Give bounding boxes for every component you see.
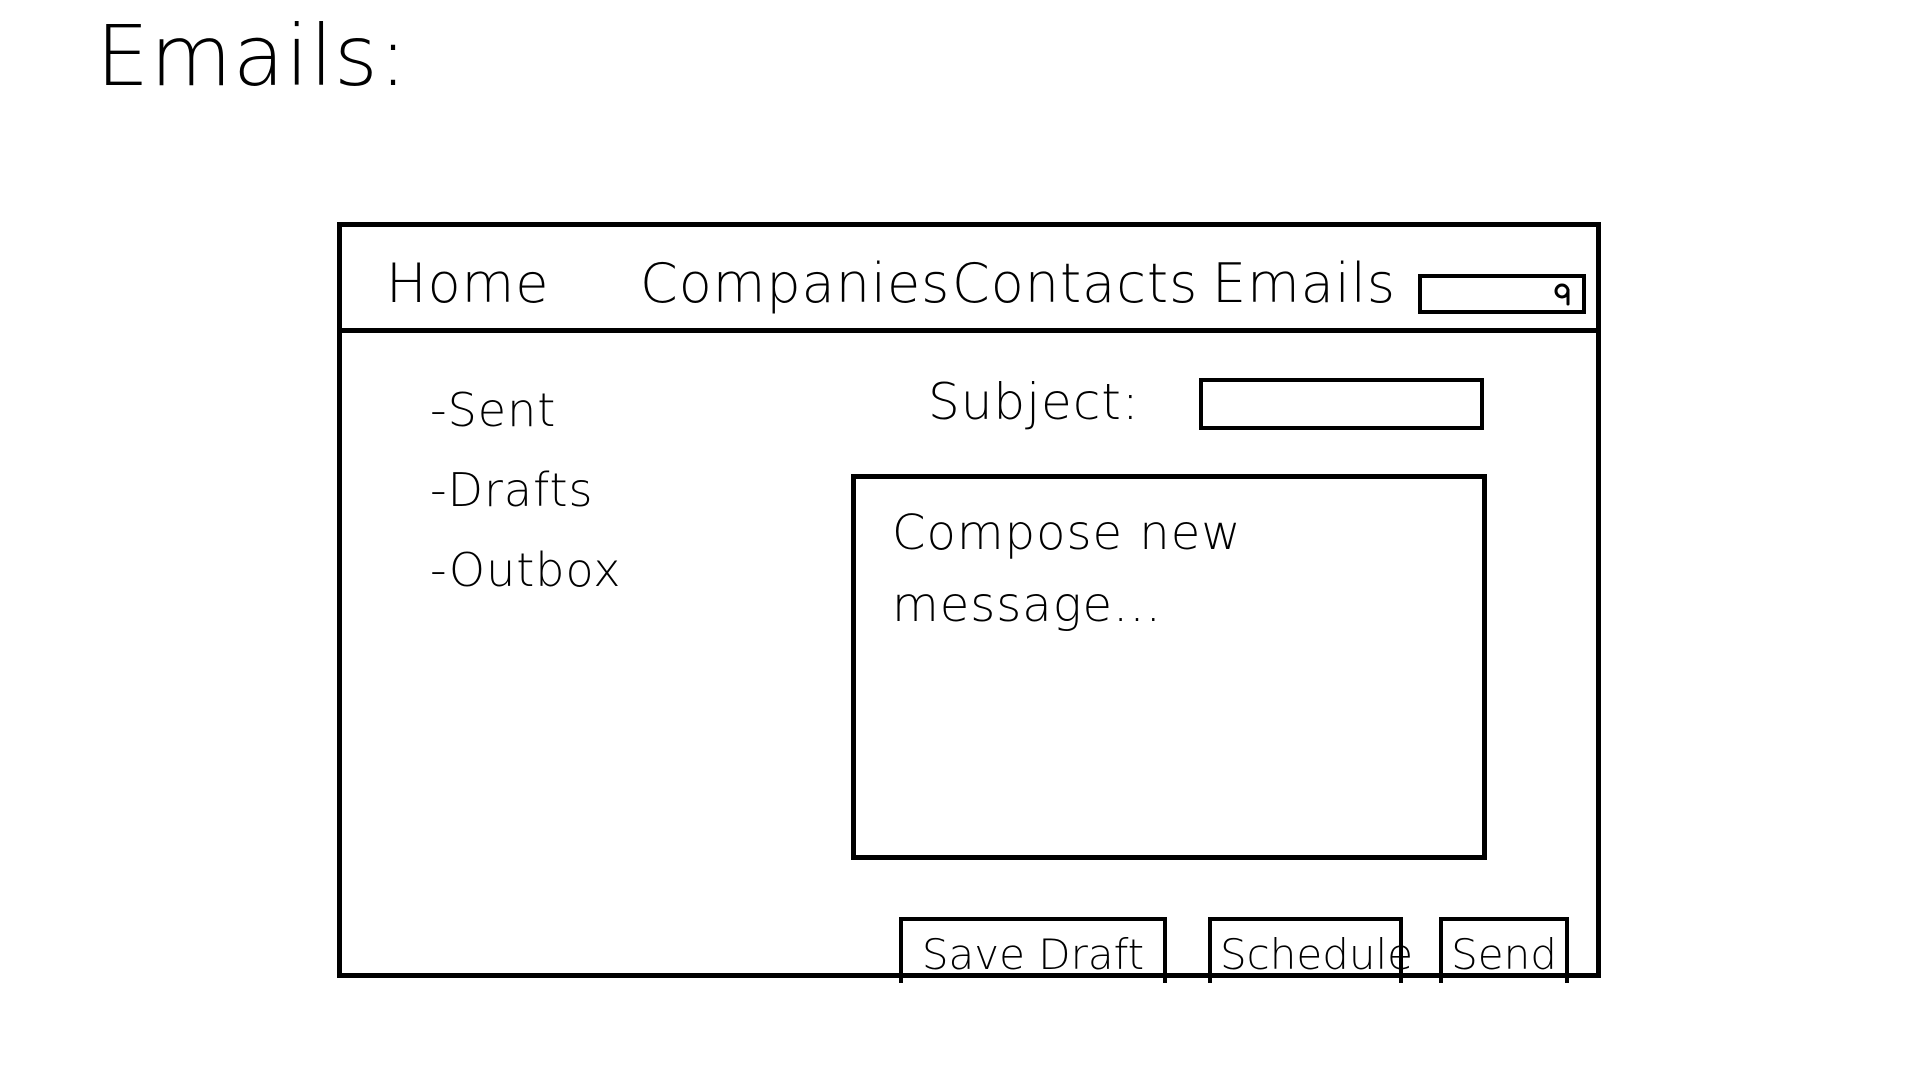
nav-item-home[interactable]: Home: [386, 252, 550, 315]
search-input[interactable]: [1418, 274, 1586, 314]
nav-item-companies[interactable]: Companies: [640, 252, 951, 315]
folder-item-outbox[interactable]: -Outbox: [430, 543, 622, 597]
subject-input[interactable]: [1199, 378, 1484, 430]
folder-list: -Sent -Drafts -Outbox: [430, 387, 621, 627]
send-button[interactable]: Send: [1439, 917, 1569, 983]
nav-item-contacts[interactable]: Contacts: [952, 252, 1199, 315]
schedule-button[interactable]: Schedule: [1208, 917, 1413, 983]
folder-item-sent[interactable]: -Sent: [430, 383, 557, 437]
top-nav-bar: Home Companies Contacts Emails: [342, 227, 1596, 333]
app-window: Home Companies Contacts Emails -Sent -Dr…: [337, 222, 1601, 983]
subject-label: Subject:: [928, 373, 1140, 431]
nav-item-emails[interactable]: Emails: [1212, 252, 1396, 315]
search-icon[interactable]: [1552, 280, 1576, 308]
folder-item-drafts[interactable]: -Drafts: [430, 463, 594, 517]
save-draft-button[interactable]: Save Draft: [899, 917, 1167, 983]
message-body-input[interactable]: [851, 474, 1487, 860]
page-title: Emails:: [96, 7, 409, 105]
